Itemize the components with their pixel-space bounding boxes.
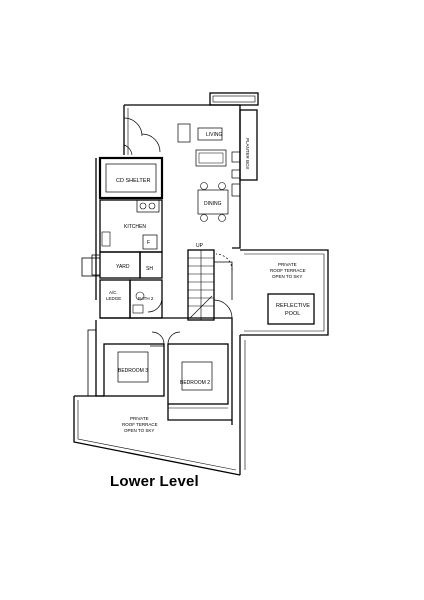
label-ac-ledge-1: A/C [109, 290, 117, 295]
label-bath-2: BATH 2 [138, 296, 154, 301]
label-ac-ledge-2: LEDGE [106, 296, 121, 301]
label-pool-2: POOL [285, 311, 300, 317]
bedroom-3 [103, 343, 165, 397]
planter-box [239, 109, 258, 181]
label-kitchen: KITCHEN [124, 224, 146, 230]
top-ledge [209, 92, 259, 106]
bedroom-2 [167, 343, 229, 405]
label-bedroom-3: BEDROOM 3 [118, 368, 148, 374]
label-bedroom-2: BEDROOM 2 [180, 380, 210, 386]
label-fridge: F [147, 240, 150, 246]
label-living: LIVING [206, 132, 223, 138]
label-dining: DINING [204, 201, 222, 207]
label-terrace-right-3: OPEN TO SKY [272, 274, 302, 279]
terrace-bottom [73, 395, 241, 476]
label-terrace-bottom-2: ROOF TERRACE [122, 422, 158, 427]
label-sh: SH [146, 266, 153, 272]
label-terrace-right-1: PRIVATE [278, 262, 297, 267]
cd-shelter [98, 156, 164, 200]
label-terrace-bottom-1: PRIVATE [130, 416, 149, 421]
plan-caption: Lower Level [110, 473, 199, 490]
reflective-pool [267, 293, 315, 325]
label-pool-1: REFLECTIVE [276, 303, 310, 309]
label-cd-shelter: CD SHELTER [116, 178, 150, 184]
label-up: UP [196, 243, 204, 249]
label-planter-box: PLANTER BOX [245, 138, 250, 170]
label-yard: YARD [116, 264, 130, 270]
label-terrace-bottom-3: OPEN TO SKY [124, 428, 154, 433]
terrace-right [240, 249, 329, 336]
label-terrace-right-2: ROOF TERRACE [270, 268, 306, 273]
